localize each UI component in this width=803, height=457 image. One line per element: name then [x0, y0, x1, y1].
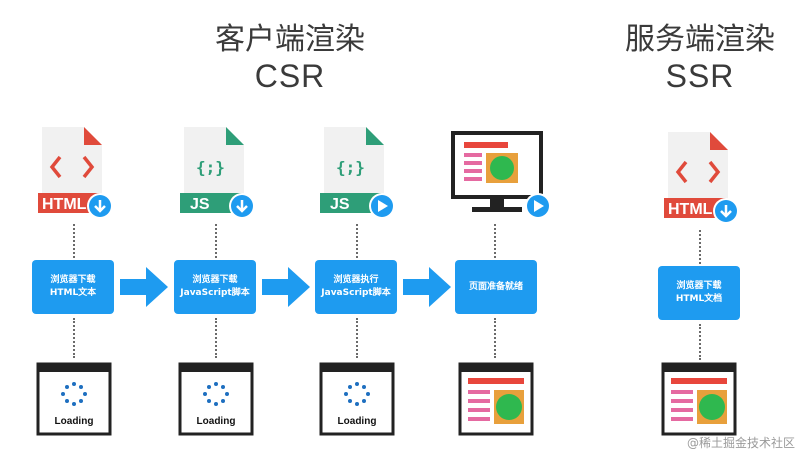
- browser-window-icon: [458, 362, 534, 436]
- arrow-right-icon: [262, 267, 310, 307]
- connector-line: [699, 230, 701, 264]
- loading-text: Loading: [55, 416, 94, 427]
- arrow-right-icon: [403, 267, 451, 307]
- browser-window-icon: Loading: [319, 362, 395, 436]
- js-file-label: JS: [330, 196, 350, 213]
- monitor-play-icon: [451, 131, 551, 219]
- loading-window: Loading: [178, 362, 254, 436]
- connector-line: [356, 224, 358, 258]
- connector-line: [494, 318, 496, 358]
- browser-window-icon: [661, 362, 737, 436]
- loading-text: Loading: [197, 416, 236, 427]
- html-file-download-icon: HTML: [38, 127, 113, 219]
- svg-text:{;}: {;}: [196, 158, 225, 177]
- rendered-page-window: [458, 362, 534, 436]
- browser-window-icon: Loading: [178, 362, 254, 436]
- connector-line: [215, 224, 217, 258]
- csr-title: 客户端渲染 CSR: [190, 22, 390, 94]
- step-download-html-document: 浏览器下载 HTML文档: [658, 266, 740, 320]
- watermark: @稀土掘金技术社区: [686, 436, 795, 450]
- html-file-label: HTML: [42, 196, 87, 213]
- loading-text: Loading: [338, 416, 377, 427]
- svg-text:{;}: {;}: [336, 158, 365, 177]
- step-page-ready: 页面准备就绪: [455, 260, 537, 314]
- js-file-execute-icon: {;} JS: [320, 127, 395, 219]
- ssr-html-file-download-icon: HTML: [664, 132, 739, 224]
- step-download-js: 浏览器下载 JavaScript脚本: [174, 260, 256, 314]
- loading-window: Loading: [319, 362, 395, 436]
- connector-line: [356, 318, 358, 358]
- js-file-download-icon: {;} JS: [180, 127, 255, 219]
- loading-window: Loading: [36, 362, 112, 436]
- csr-subtitle: CSR: [254, 58, 326, 94]
- connector-line: [215, 318, 217, 358]
- step-execute-js: 浏览器执行 JavaScript脚本: [315, 260, 397, 314]
- csr-title-text: 客户端渲染: [215, 22, 365, 57]
- step-download-html: 浏览器下载 HTML文本: [32, 260, 114, 314]
- ssr-subtitle: SSR: [665, 58, 735, 94]
- connector-line: [494, 224, 496, 258]
- arrow-right-icon: [120, 267, 168, 307]
- ssr-rendered-page-window: [661, 362, 737, 436]
- ssr-title: 服务端渲染 SSR: [600, 22, 800, 94]
- js-file-label: JS: [190, 196, 210, 213]
- connector-line: [73, 318, 75, 358]
- browser-window-icon: Loading: [36, 362, 112, 436]
- html-file-label: HTML: [668, 201, 713, 218]
- ssr-title-text: 服务端渲染: [625, 22, 775, 57]
- connector-line: [699, 324, 701, 360]
- connector-line: [73, 224, 75, 258]
